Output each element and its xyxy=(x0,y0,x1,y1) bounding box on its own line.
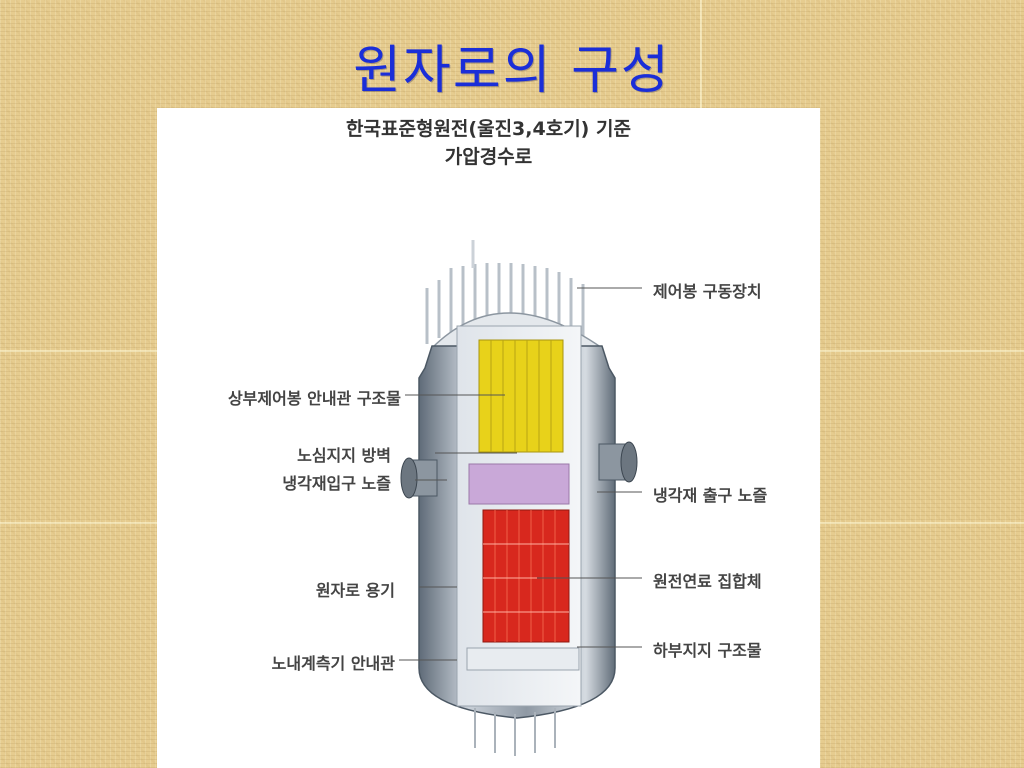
label-crdm: 제어봉 구동장치 xyxy=(653,282,762,301)
label-upper-guide: 상부제어봉 안내관 구조물 xyxy=(227,389,401,408)
lower-support-structure xyxy=(466,647,580,671)
label-inlet-nozzle: 냉각재입구 노즐 xyxy=(282,474,391,493)
inlet-nozzle xyxy=(400,457,438,499)
label-vessel: 원자로 용기 xyxy=(315,581,395,600)
figure-heading-line1: 한국표준형원전(울진3,4호기) 기준 xyxy=(346,118,631,140)
reactor-figure: 한국표준형원전(울진3,4호기) 기준 가압경수로 xyxy=(157,108,820,768)
label-outlet-nozzle: 냉각재 출구 노즐 xyxy=(653,486,768,505)
fuel-assembly xyxy=(482,509,570,643)
upper-guide-structure xyxy=(478,339,564,453)
slide-title: 원자로의 구성 xyxy=(353,41,671,101)
reactor-diagram xyxy=(399,240,642,756)
upper-plenum xyxy=(468,463,570,505)
figure-heading-line2: 가압경수로 xyxy=(444,146,533,168)
outlet-nozzle xyxy=(598,441,638,483)
label-fuel-assembly: 원전연료 집합체 xyxy=(653,572,762,591)
leader-lines xyxy=(399,287,642,661)
label-instrument-guide: 노내계측기 안내관 xyxy=(271,654,395,673)
in-core-instrument-guide xyxy=(474,708,556,756)
label-lower-support: 하부지지 구조물 xyxy=(653,641,762,660)
label-core-barrel: 노심지지 방벽 xyxy=(297,446,391,465)
